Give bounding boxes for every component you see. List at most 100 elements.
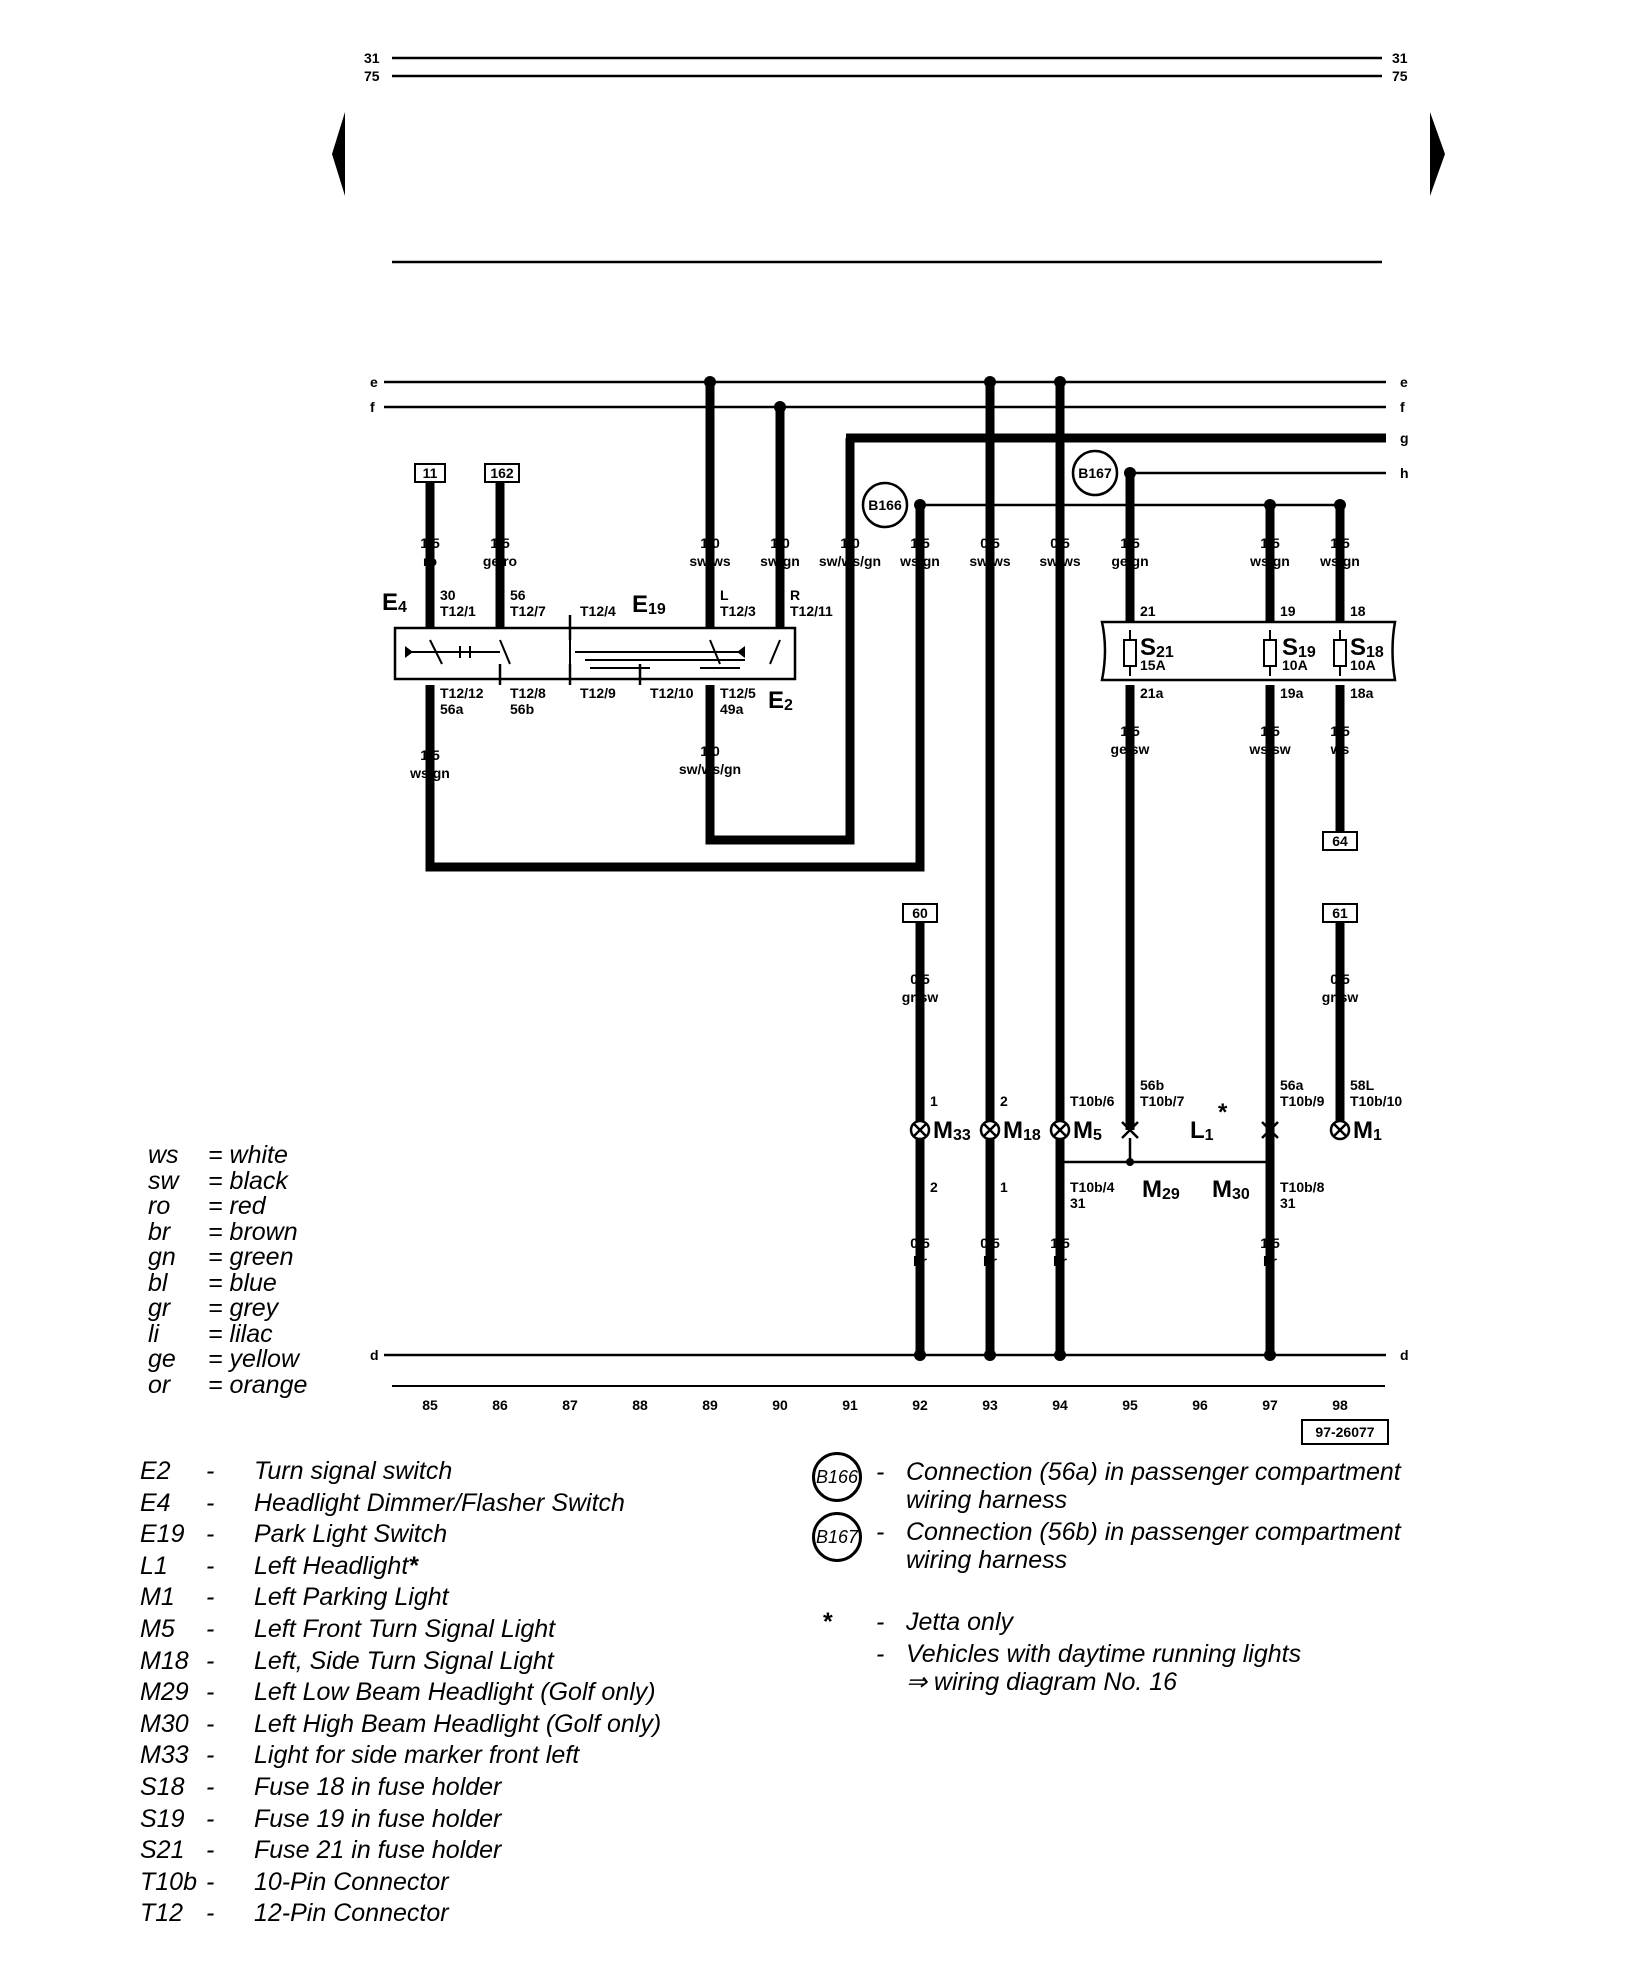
ref-box-11: 11 — [423, 465, 438, 481]
svg-text:T12/12: T12/12 — [440, 685, 484, 701]
switch-assembly — [393, 615, 797, 685]
connector-b167: B167 — [1078, 465, 1112, 481]
connection-item-b167: B167 - Connection (56b) in passenger com… — [812, 1512, 1401, 1574]
connection-b166-icon: B166 — [812, 1452, 862, 1502]
bus-label-e: e — [1400, 374, 1408, 390]
page-number-bottom-left: 75 — [364, 68, 380, 84]
svg-text:1,5: 1,5 — [1050, 1235, 1070, 1251]
list-item: L1-Left Headlight* — [140, 1551, 419, 1580]
svg-text:1,5: 1,5 — [1330, 535, 1350, 551]
svg-text:T12/11: T12/11 — [790, 603, 833, 619]
component-m18: M18 — [1003, 1117, 1041, 1144]
svg-text:sw/gn: sw/gn — [760, 553, 800, 569]
svg-text:0,5: 0,5 — [910, 971, 930, 987]
svg-text:R: R — [790, 587, 800, 603]
svg-text:31: 31 — [1070, 1195, 1086, 1211]
svg-text:sw/ws: sw/ws — [689, 553, 730, 569]
list-item: M33-Light for side marker front left — [140, 1741, 580, 1770]
doc-number: 97-26077 — [1315, 1424, 1374, 1440]
svg-text:18: 18 — [1350, 603, 1366, 619]
svg-text:1,5: 1,5 — [420, 747, 440, 763]
svg-text:88: 88 — [632, 1397, 648, 1413]
component-e2: E2 — [768, 687, 793, 714]
svg-text:0,5: 0,5 — [980, 535, 1000, 551]
svg-text:br: br — [1263, 1253, 1278, 1269]
svg-text:93: 93 — [982, 1397, 998, 1413]
svg-text:1,5: 1,5 — [1260, 535, 1280, 551]
next-page-arrow-icon[interactable] — [1430, 112, 1445, 196]
component-e19: E19 — [632, 591, 666, 618]
note-jetta-only: * - Jetta only — [822, 1608, 1014, 1636]
svg-text:T12/1: T12/1 — [440, 603, 476, 619]
svg-text:1,0: 1,0 — [770, 535, 790, 551]
svg-text:1,0: 1,0 — [840, 535, 860, 551]
svg-text:ws/gn: ws/gn — [409, 765, 450, 781]
ref-box-64: 64 — [1332, 833, 1348, 849]
page-number-top-left: 31 — [364, 50, 380, 66]
svg-text:95: 95 — [1122, 1397, 1138, 1413]
svg-text:ws: ws — [1330, 741, 1350, 757]
svg-text:gr/sw: gr/sw — [1322, 989, 1359, 1005]
svg-text:T10b/6: T10b/6 — [1070, 1093, 1115, 1109]
list-item: T12-12-Pin Connector — [140, 1899, 449, 1928]
bus-label-e: e — [370, 374, 378, 390]
ref-box-61: 61 — [1332, 905, 1348, 921]
fuse-holder — [1100, 620, 1397, 682]
legend-row: ge= yellow — [148, 1345, 300, 1373]
component-e4: E4 — [382, 589, 407, 616]
svg-text:19a: 19a — [1280, 685, 1304, 701]
svg-text:0,5: 0,5 — [1330, 971, 1350, 987]
svg-text:0,5: 0,5 — [1050, 535, 1070, 551]
svg-text:1,5: 1,5 — [1120, 535, 1140, 551]
note-drl: - Vehicles with daytime running lights ⇒… — [876, 1640, 1302, 1696]
svg-text:T12/8: T12/8 — [510, 685, 546, 701]
component-labels: E4 E19 E2 S21 15A S19 10A S18 10A M33 M1… — [382, 589, 1384, 1203]
legend-row: li= lilac — [148, 1319, 273, 1348]
color-legend: ws= white sw= black ro= red br= brown gn… — [148, 1141, 307, 1398]
svg-text:90: 90 — [772, 1397, 788, 1413]
svg-text:98: 98 — [1332, 1397, 1348, 1413]
svg-text:0,5: 0,5 — [980, 1235, 1000, 1251]
bus-label-f: f — [1400, 399, 1405, 415]
svg-text:1,5: 1,5 — [1260, 723, 1280, 739]
svg-text:br: br — [983, 1253, 998, 1269]
svg-text:1,5: 1,5 — [1120, 723, 1140, 739]
svg-text:L: L — [720, 587, 729, 603]
previous-page-arrow-icon[interactable] — [332, 112, 345, 196]
svg-text:1,0: 1,0 — [700, 535, 720, 551]
list-item: M29-Left Low Beam Headlight (Golf only) — [140, 1678, 656, 1707]
list-item: E19-Park Light Switch — [140, 1520, 448, 1549]
connector-b166: B166 — [868, 497, 902, 513]
svg-text:49a: 49a — [720, 701, 744, 717]
component-m5: M5 — [1073, 1117, 1102, 1144]
svg-text:T10b/10: T10b/10 — [1350, 1093, 1402, 1109]
bus-label-f: f — [370, 399, 375, 415]
svg-text:1,5: 1,5 — [910, 535, 930, 551]
bus-label-d: d — [370, 1347, 379, 1363]
lamps — [909, 1119, 1351, 1162]
svg-text:56: 56 — [510, 587, 526, 603]
component-s18: S18 — [1350, 634, 1384, 661]
svg-text:56b: 56b — [510, 701, 534, 717]
svg-text:sw/ws: sw/ws — [1039, 553, 1080, 569]
list-item: E2-Turn signal switch — [140, 1457, 453, 1485]
svg-text:18a: 18a — [1350, 685, 1374, 701]
svg-text:T10b/4: T10b/4 — [1070, 1179, 1115, 1195]
svg-text:85: 85 — [422, 1397, 438, 1413]
svg-text:1,5: 1,5 — [490, 535, 510, 551]
svg-text:56b: 56b — [1140, 1077, 1164, 1093]
component-legend: E2-Turn signal switch E4-Headlight Dimme… — [140, 1456, 661, 1930]
component-m29: M29 — [1142, 1176, 1180, 1203]
svg-text:sw/ws: sw/ws — [969, 553, 1010, 569]
legend-row: ws= white — [148, 1141, 288, 1169]
list-item: T10b-10-Pin Connector — [140, 1867, 449, 1896]
svg-text:ge/gn: ge/gn — [1111, 553, 1148, 569]
svg-text:1: 1 — [930, 1093, 938, 1109]
reference-boxes: 11 162 64 60 61 — [414, 463, 1358, 923]
svg-text:T12/3: T12/3 — [720, 603, 756, 619]
legend-row: sw= black — [148, 1166, 288, 1195]
list-item: M18-Left, Side Turn Signal Light — [140, 1646, 554, 1675]
list-item: S19-Fuse 19 in fuse holder — [140, 1804, 502, 1833]
